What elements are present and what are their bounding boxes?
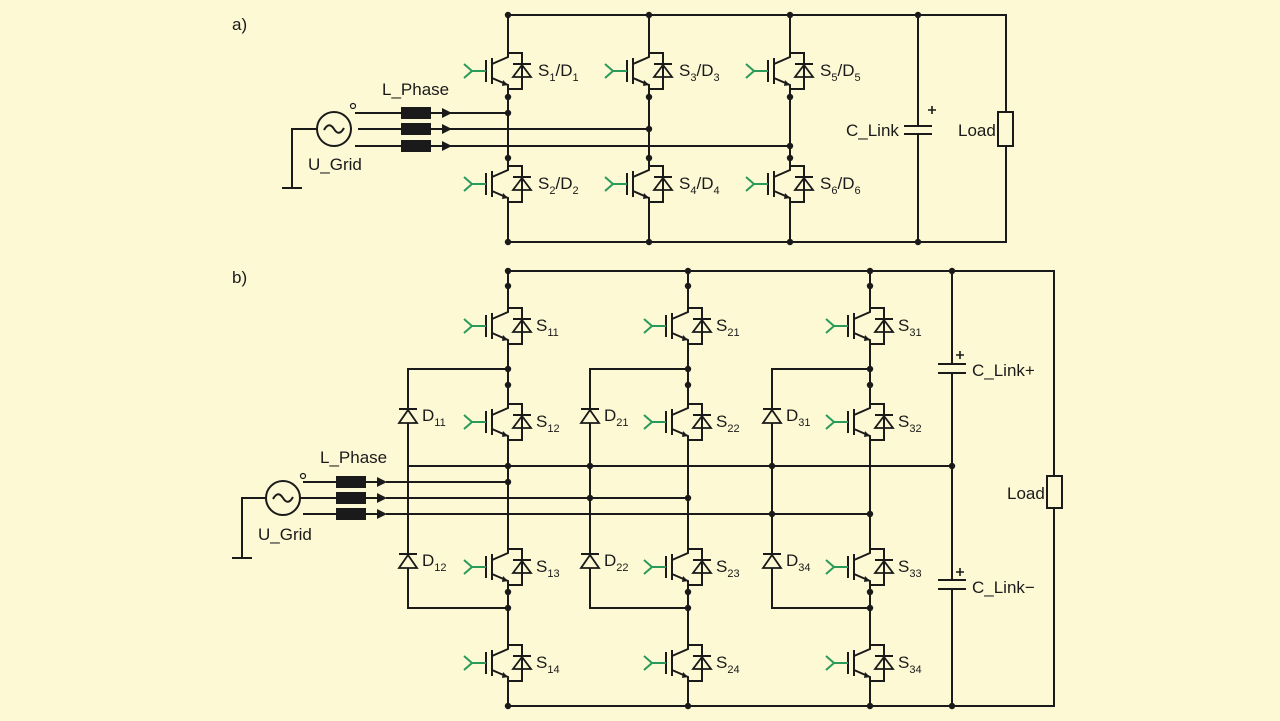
cap-plus-icon	[938, 351, 966, 374]
switch-label-b-4: S12	[536, 412, 560, 435]
switch-label-b-7: S13	[536, 557, 560, 580]
cap-minus-icon	[938, 568, 966, 590]
junction-dots-a	[504, 11, 922, 246]
switch-label-a-4: S2/D2	[538, 174, 579, 197]
dc-rail-top	[508, 14, 1007, 112]
dc-rail-bottom	[508, 146, 1007, 243]
clamp-diode-2	[579, 404, 601, 428]
switch-label-b-6: S32	[898, 412, 922, 435]
igbt-b-10	[463, 637, 533, 689]
igbt-b-6	[825, 396, 895, 448]
clamp-diode-4	[397, 549, 419, 573]
load-label-a: Load	[958, 121, 996, 140]
switch-label-a-6: S6/D6	[820, 174, 861, 197]
switch-label-b-10: S14	[536, 653, 560, 676]
switch-label-b-5: S22	[716, 412, 740, 435]
switch-label-b-11: S24	[716, 653, 740, 676]
cap-label-a: C_Link	[846, 121, 899, 140]
igbt-b-2	[643, 300, 713, 352]
igbt-b-1	[463, 300, 533, 352]
switch-label-a-5: S4/D4	[679, 174, 720, 197]
igbt-b-11	[643, 637, 713, 689]
clamp-diode-1	[397, 404, 419, 428]
switch-label-b-9: S33	[898, 557, 922, 580]
clamp-diode-5	[579, 549, 601, 573]
igbt-a-3	[745, 45, 815, 97]
diode-label-5: D22	[604, 551, 629, 574]
clamp-wire-b2	[589, 368, 688, 609]
igbt-a-4	[463, 158, 533, 210]
diode-label-3: D31	[786, 406, 811, 429]
inductor-label-a: L_Phase	[382, 80, 449, 99]
diode-label-6: D34	[786, 551, 811, 574]
clamp-diode-6	[761, 549, 783, 573]
diagram-b: b) C_Link+ C_Link− Load	[232, 267, 1063, 710]
grid-label-a: U_Grid	[308, 155, 362, 174]
phase-arrows	[442, 108, 452, 151]
grid-label-b: U_Grid	[258, 525, 312, 544]
switch-label-b-1: S11	[536, 316, 559, 339]
clamp-diode-3	[761, 404, 783, 428]
phase-inductors	[355, 107, 442, 152]
switch-label-b-12: S34	[898, 653, 922, 676]
clamp-wire-b1	[407, 368, 508, 609]
junction-dots-b	[504, 267, 956, 710]
igbt-a-1	[463, 45, 533, 97]
igbt-a-2	[604, 45, 674, 97]
phase-arrows-b	[377, 477, 387, 519]
switch-label-a-3: S5/D5	[820, 61, 861, 84]
igbt-b-9	[825, 541, 895, 593]
igbt-b-7	[463, 541, 533, 593]
dc-link-capacitor-icon	[904, 15, 936, 242]
grid-source-icon-b	[232, 472, 307, 559]
panel-label-b: b)	[232, 268, 247, 287]
igbt-a-6	[745, 158, 815, 210]
igbt-a-5	[604, 158, 674, 210]
load-label-b: Load	[1007, 484, 1045, 503]
igbt-b-4	[463, 396, 533, 448]
phase-inductors-b	[300, 476, 377, 520]
switch-label-b-3: S31	[898, 316, 922, 339]
inductor-label-b: L_Phase	[320, 448, 387, 467]
load-resistor-b	[1046, 475, 1063, 509]
cap-plus-label: C_Link+	[972, 361, 1035, 380]
grid-source-icon	[282, 102, 357, 189]
diode-label-2: D21	[604, 406, 629, 429]
switch-label-b-8: S23	[716, 557, 740, 580]
switch-label-b-2: S21	[716, 316, 740, 339]
igbt-b-3	[825, 300, 895, 352]
igbt-b-12	[825, 637, 895, 689]
igbt-b-8	[643, 541, 713, 593]
switch-label-a-2: S3/D3	[679, 61, 720, 84]
cap-minus-label: C_Link−	[972, 578, 1035, 597]
switch-label-a-1: S1/D1	[538, 61, 579, 84]
diode-label-1: D11	[422, 406, 446, 429]
load-resistor-a	[997, 111, 1014, 147]
panel-label-a: a)	[232, 15, 247, 34]
diagram-a: a) L_Phase	[232, 11, 1014, 246]
clamp-wire-b3	[771, 368, 870, 609]
igbt-b-5	[643, 396, 713, 448]
diode-label-4: D12	[422, 551, 447, 574]
